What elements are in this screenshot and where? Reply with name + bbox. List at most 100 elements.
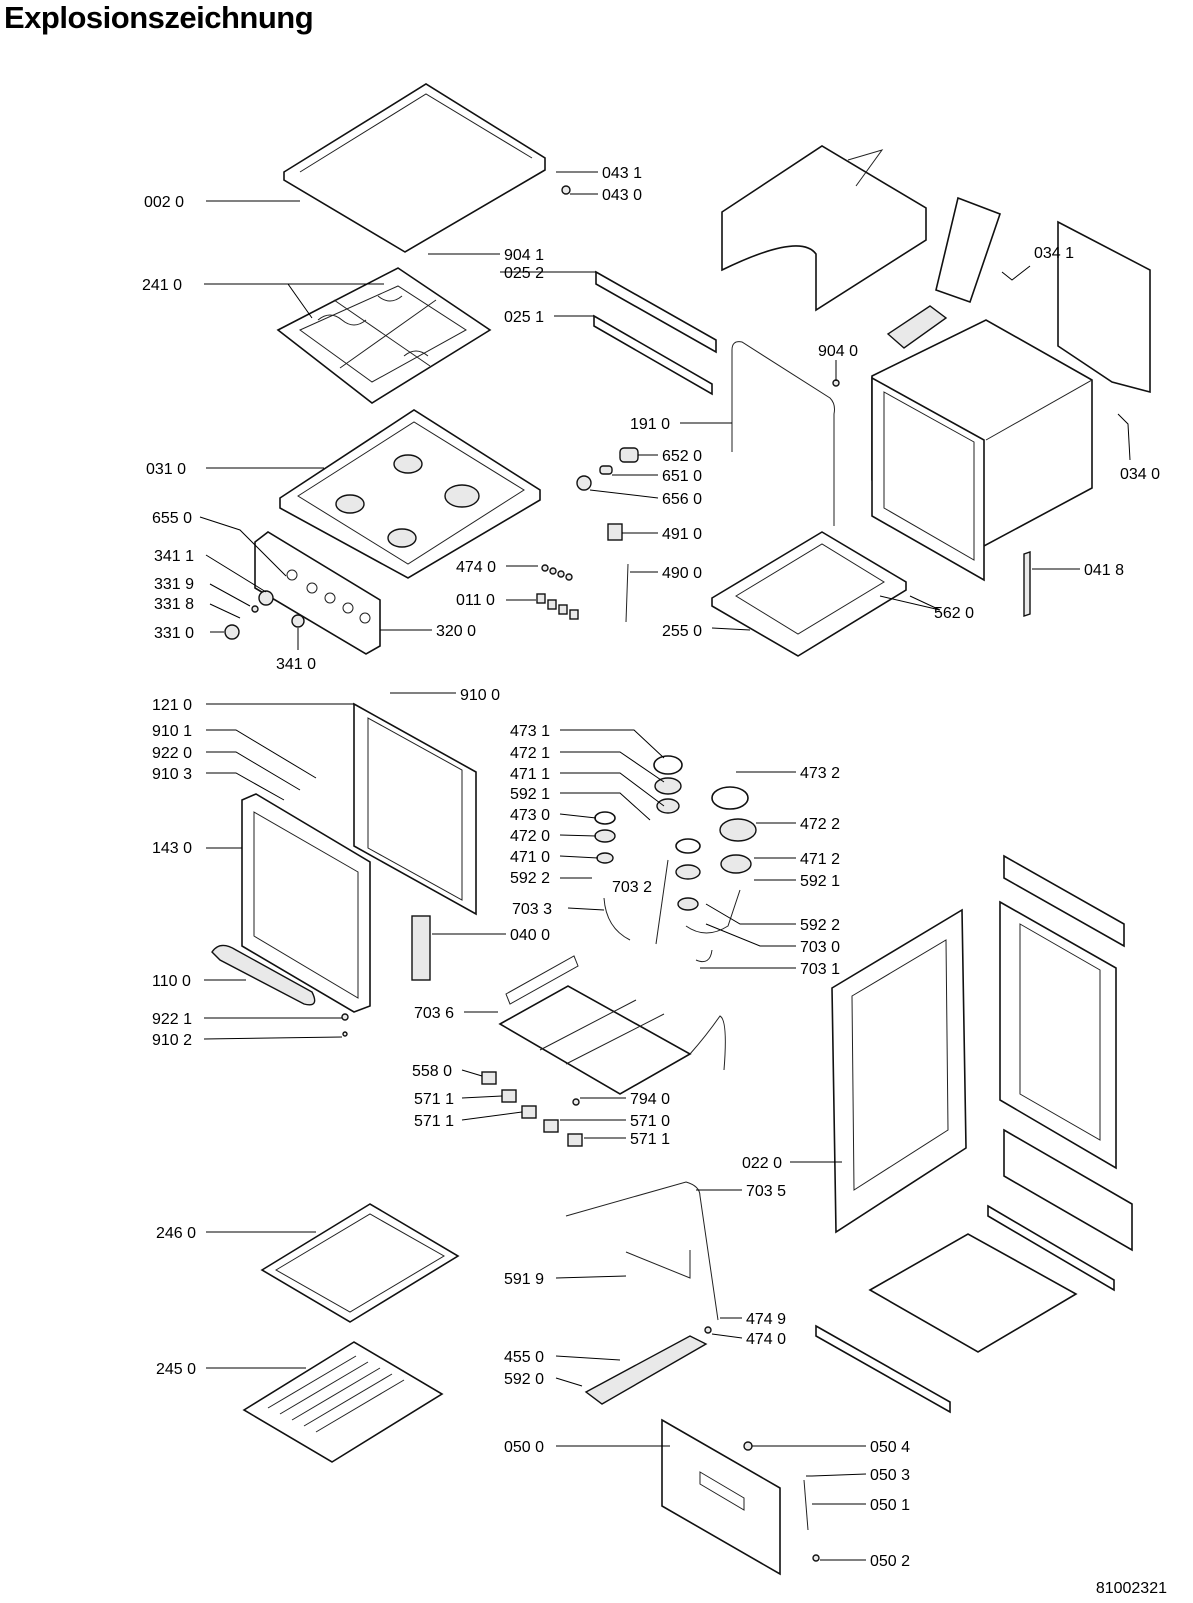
label-331-8: 331 8 — [154, 596, 194, 613]
oven-burner-part — [584, 1335, 708, 1405]
label-331-0: 331 0 — [154, 625, 194, 642]
part-labels: 002 0 043 1 043 0 904 1 241 0 025 2 025 … — [142, 165, 1160, 1570]
label-025-1: 025 1 — [504, 309, 544, 326]
label-490-0: 490 0 — [662, 565, 702, 582]
label-040-0: 040 0 — [510, 927, 550, 944]
label-904-1: 904 1 — [504, 247, 544, 264]
label-472-2: 472 2 — [800, 816, 840, 833]
back-panel-part — [1057, 220, 1151, 394]
label-703-2: 703 2 — [612, 879, 652, 896]
label-473-0: 473 0 — [510, 807, 550, 824]
leader-lines — [199, 171, 1131, 1561]
rail-parts — [593, 270, 717, 396]
injector-parts — [536, 564, 579, 620]
label-474-0-a: 474 0 — [456, 559, 496, 576]
valve-parts — [576, 447, 639, 623]
label-904-0: 904 0 — [818, 343, 858, 360]
label-034-0: 034 0 — [1120, 466, 1160, 483]
pan-support-part — [276, 267, 492, 404]
side-cabinet-parts — [815, 854, 1133, 1414]
label-592-0: 592 0 — [504, 1371, 544, 1388]
label-025-2: 025 2 — [504, 265, 544, 282]
label-034-1: 034 1 — [1034, 245, 1074, 262]
label-050-3: 050 3 — [870, 1467, 910, 1484]
label-652-0: 652 0 — [662, 448, 702, 465]
label-651-0: 651 0 — [662, 468, 702, 485]
label-656-0: 656 0 — [662, 491, 702, 508]
hinge-part — [411, 915, 431, 981]
label-255-0: 255 0 — [662, 623, 702, 640]
knob-parts — [224, 590, 305, 640]
label-002-0: 002 0 — [144, 194, 184, 211]
label-241-0: 241 0 — [142, 277, 182, 294]
label-043-0: 043 0 — [602, 187, 642, 204]
oven-gas-pipe-part — [565, 1181, 719, 1321]
gas-valve-parts — [481, 1071, 583, 1147]
label-471-2: 471 2 — [800, 851, 840, 868]
label-471-0: 471 0 — [510, 849, 550, 866]
label-472-0: 472 0 — [510, 828, 550, 845]
label-562-0: 562 0 — [934, 605, 974, 622]
label-491-0: 491 0 — [662, 526, 702, 543]
label-655-0: 655 0 — [152, 510, 192, 527]
document-number: 81002321 — [1095, 1580, 1167, 1597]
label-592-1: 592 1 — [510, 786, 550, 803]
outer-door-part — [241, 793, 371, 1013]
label-320-0: 320 0 — [436, 623, 476, 640]
door-handle-part — [211, 944, 316, 1006]
label-341-1: 341 1 — [154, 548, 194, 565]
label-246-0: 246 0 — [156, 1225, 196, 1242]
label-571-1-b: 571 1 — [414, 1113, 454, 1130]
label-473-1: 473 1 — [510, 723, 550, 740]
page-title: Explosionszeichnung — [4, 0, 314, 35]
control-panel-part — [254, 531, 381, 655]
drawer-front-part — [661, 1418, 781, 1576]
gasket-part — [731, 341, 835, 526]
burner-parts — [594, 755, 757, 911]
label-592-1-b: 592 1 — [800, 873, 840, 890]
label-592-2: 592 2 — [510, 870, 550, 887]
label-050-4: 050 4 — [870, 1439, 910, 1456]
base-tray-part — [711, 531, 907, 657]
label-571-1-a: 571 1 — [414, 1091, 454, 1108]
label-121-0: 121 0 — [152, 697, 192, 714]
label-472-1: 472 1 — [510, 745, 550, 762]
label-455-0: 455 0 — [504, 1349, 544, 1366]
label-910-3: 910 3 — [152, 766, 192, 783]
label-331-9: 331 9 — [154, 576, 194, 593]
label-050-1: 050 1 — [870, 1497, 910, 1514]
label-703-6: 703 6 — [414, 1005, 454, 1022]
side-panel-part — [831, 908, 967, 1234]
label-571-1-c: 571 1 — [630, 1131, 670, 1148]
label-591-9: 591 9 — [504, 1271, 544, 1288]
label-473-2: 473 2 — [800, 765, 840, 782]
label-474-0-b: 474 0 — [746, 1331, 786, 1348]
label-245-0: 245 0 — [156, 1361, 196, 1378]
label-043-1: 043 1 — [602, 165, 642, 182]
duct-part — [886, 196, 1002, 349]
lid-part — [283, 83, 546, 253]
label-703-1: 703 1 — [800, 961, 840, 978]
label-703-3: 703 3 — [512, 901, 552, 918]
oven-cavity-part — [871, 319, 1093, 582]
manifold-frame-part — [498, 955, 726, 1095]
label-474-9: 474 9 — [746, 1311, 786, 1328]
label-191-0: 191 0 — [630, 416, 670, 433]
label-110-0: 110 0 — [152, 973, 191, 990]
label-592-2-b: 592 2 — [800, 917, 840, 934]
label-910-2: 910 2 — [152, 1032, 192, 1049]
label-558-0: 558 0 — [412, 1063, 452, 1080]
label-041-8: 041 8 — [1084, 562, 1124, 579]
label-031-0: 031 0 — [146, 461, 186, 478]
thermocouple-part — [625, 1250, 691, 1279]
label-703-5: 703 5 — [746, 1183, 786, 1200]
label-922-0: 922 0 — [152, 745, 192, 762]
inner-door-part — [353, 702, 477, 916]
label-050-2: 050 2 — [870, 1553, 910, 1570]
parts-artwork — [211, 83, 1151, 1576]
label-794-0: 794 0 — [630, 1091, 670, 1108]
gas-pipe-parts — [603, 859, 741, 963]
label-703-0: 703 0 — [800, 939, 840, 956]
